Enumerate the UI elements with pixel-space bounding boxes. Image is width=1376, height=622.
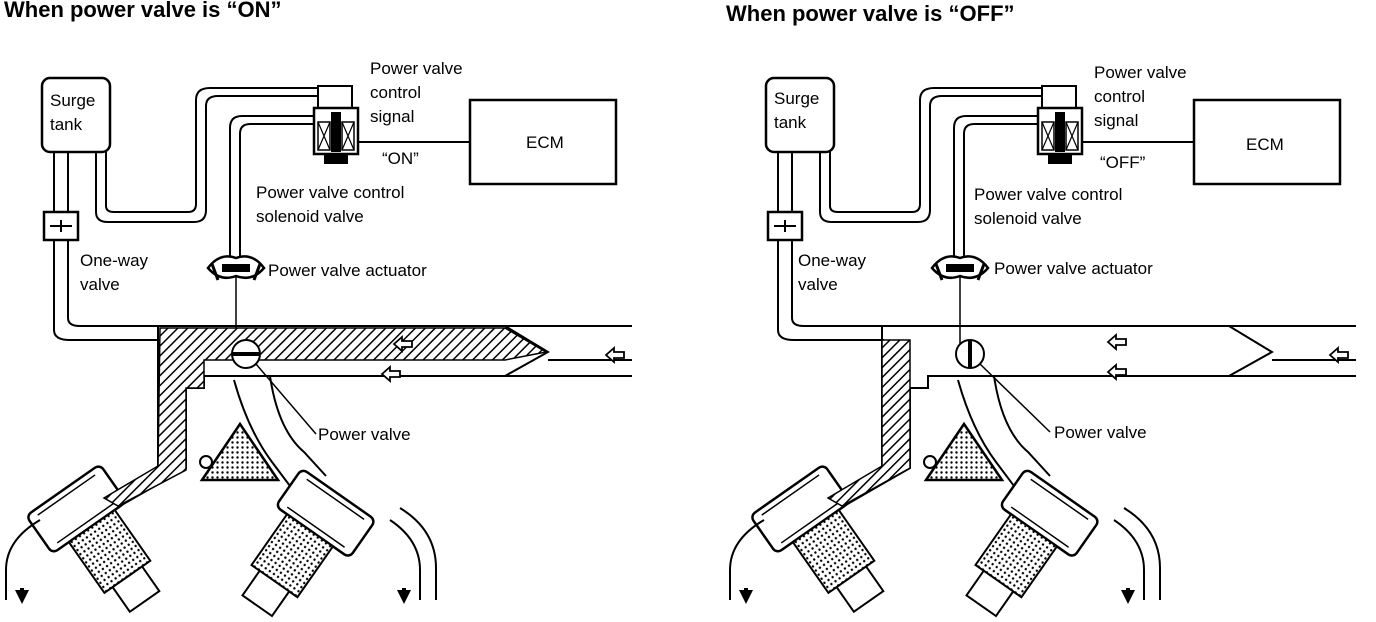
label-line: Surge	[50, 91, 95, 110]
flow-arrows	[1106, 333, 1349, 381]
label-line: valve	[80, 275, 120, 294]
label-line: signal	[1094, 111, 1138, 130]
power-valve	[231, 339, 261, 369]
ecm-label: ECM	[1246, 135, 1284, 154]
label-line: One-way	[80, 251, 149, 270]
power-valve	[955, 339, 985, 369]
label-line: control	[1094, 87, 1145, 106]
power-valve-label: Power valve	[318, 425, 411, 444]
power-valve-label: Power valve	[1054, 423, 1147, 442]
label-line: signal	[370, 107, 414, 126]
actuator-label: Power valve actuator	[994, 259, 1153, 278]
label-line: control	[370, 83, 421, 102]
label-line: tank	[774, 113, 807, 132]
panel-title: When power valve is “OFF”	[726, 1, 1015, 26]
airflow-hatched-region	[826, 339, 911, 507]
label-line: One-way	[798, 251, 867, 270]
ecm-label: ECM	[526, 133, 564, 152]
label-line: solenoid valve	[256, 207, 364, 226]
label-line: Power valve	[1094, 63, 1187, 82]
state-label: “OFF”	[1100, 153, 1146, 172]
signal-label: Power valve control signal	[1094, 63, 1187, 130]
state-label: “ON”	[382, 149, 419, 168]
label-line: Surge	[774, 89, 819, 108]
label-line: Power valve control	[256, 183, 404, 202]
airflow-hatched-region	[102, 327, 549, 507]
one-way-valve-label: One-way valve	[798, 251, 867, 294]
label-line: Power valve control	[974, 185, 1122, 204]
surge-tank-label: Surge tank	[50, 91, 95, 134]
panel-on: When power valve is “ON” Surge tank Power…	[4, 0, 634, 622]
panel-title: When power valve is “ON”	[4, 0, 282, 22]
one-way-valve-label: One-way valve	[80, 251, 149, 294]
flow-arrows	[380, 335, 625, 383]
signal-label: Power valve control signal	[370, 59, 463, 126]
solenoid-label: Power valve control solenoid valve	[256, 183, 404, 226]
panel-off-drawing	[728, 76, 1358, 622]
panel-off: When power valve is “OFF” Surge tank Powe…	[726, 1, 1358, 622]
actuator-label: Power valve actuator	[268, 261, 427, 280]
surge-tank-label: Surge tank	[774, 89, 819, 132]
label-line: solenoid valve	[974, 209, 1082, 228]
label-line: tank	[50, 115, 83, 134]
label-line: Power valve	[370, 59, 463, 78]
label-line: valve	[798, 275, 838, 294]
solenoid-label: Power valve control solenoid valve	[974, 185, 1122, 228]
